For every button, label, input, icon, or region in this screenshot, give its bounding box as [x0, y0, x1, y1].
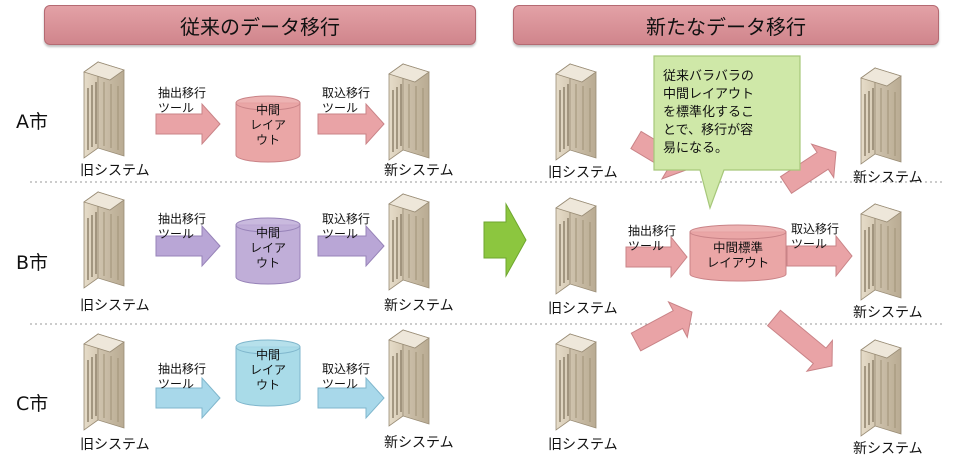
old-system-label: 旧システム	[80, 298, 150, 314]
new-server	[388, 193, 430, 291]
old-system-label: 旧システム	[80, 437, 150, 453]
import-arrow	[786, 234, 853, 278]
middle-layout-label: 中間 レイア ウト	[249, 103, 286, 147]
new-system-label: 新システム	[384, 435, 454, 451]
new-system-label: 新システム	[853, 170, 923, 186]
middle-layout-cylinder-top	[235, 217, 301, 233]
import-tool-label: 取込移行 ツール	[791, 222, 840, 251]
new-system-label: 新システム	[384, 298, 454, 314]
middle-layout-cylinder	[235, 346, 301, 407]
standard-layout-label: 中間標準 レイアウト	[706, 240, 770, 270]
new-server	[860, 67, 902, 165]
new-system-label: 新システム	[853, 305, 923, 321]
import-arrow	[317, 376, 385, 420]
arrows	[155, 102, 853, 420]
callout-text: 従来バラバラの 中間レイアウト を標準化するこ とで、移行が容 易になる。	[663, 69, 755, 156]
extract-arrow	[155, 102, 221, 146]
extract-arrow	[155, 224, 221, 268]
import-arrow	[317, 224, 385, 268]
new-server	[860, 339, 902, 437]
extract-arrow	[625, 235, 688, 279]
middle-layout-cylinder-top	[235, 95, 301, 111]
layout-cylinders	[235, 95, 787, 407]
transition-arrow	[483, 202, 527, 278]
middle-layout-cylinder	[235, 102, 301, 163]
import-tool-label: 取込移行 ツール	[322, 212, 371, 241]
old-system-label: 旧システム	[548, 437, 618, 453]
old-server	[83, 61, 125, 159]
standard-layout-cylinder-top	[689, 224, 787, 240]
callout-bubble	[653, 55, 801, 210]
old-system-label: 旧システム	[80, 163, 150, 179]
new-server	[860, 203, 902, 301]
new-system-label: 新システム	[853, 441, 923, 457]
extract-arrow	[155, 376, 221, 420]
extract-tool-label: 抽出移行 ツール	[158, 86, 207, 115]
middle-layout-cylinder-top	[235, 339, 301, 355]
old-server	[83, 333, 125, 431]
row-label-c: C市	[16, 393, 49, 415]
middle-layout-label: 中間 レイア ウト	[249, 226, 286, 270]
new-server	[388, 63, 430, 161]
old-system-label: 旧システム	[548, 165, 618, 181]
new-system-label: 新システム	[384, 163, 454, 179]
old-server	[555, 333, 597, 431]
header-new: 新たなデータ移行	[513, 5, 939, 45]
import-arrow	[317, 102, 385, 146]
middle-layout-cylinder	[235, 224, 301, 285]
old-server	[555, 197, 597, 295]
middle-layout-label: 中間 レイア ウト	[249, 348, 286, 392]
import-arrow	[779, 143, 837, 194]
extract-arrow	[630, 300, 693, 352]
import-tool-label: 取込移行 ツール	[322, 362, 371, 391]
old-system-label: 旧システム	[548, 301, 618, 317]
row-label-b: B市	[16, 252, 49, 274]
standard-layout-cylinder	[689, 231, 787, 282]
import-arrow	[766, 309, 833, 372]
extract-tool-label: 抽出移行 ツール	[158, 212, 207, 241]
new-server	[388, 329, 430, 427]
extract-tool-label: 抽出移行 ツール	[628, 224, 677, 253]
import-tool-label: 取込移行 ツール	[322, 86, 371, 115]
row-label-a: A市	[16, 111, 48, 133]
old-server	[83, 191, 125, 289]
callout-shape	[653, 55, 801, 210]
header-conventional: 従来のデータ移行	[44, 5, 476, 45]
extract-tool-label: 抽出移行 ツール	[158, 362, 207, 391]
old-server	[555, 63, 597, 161]
